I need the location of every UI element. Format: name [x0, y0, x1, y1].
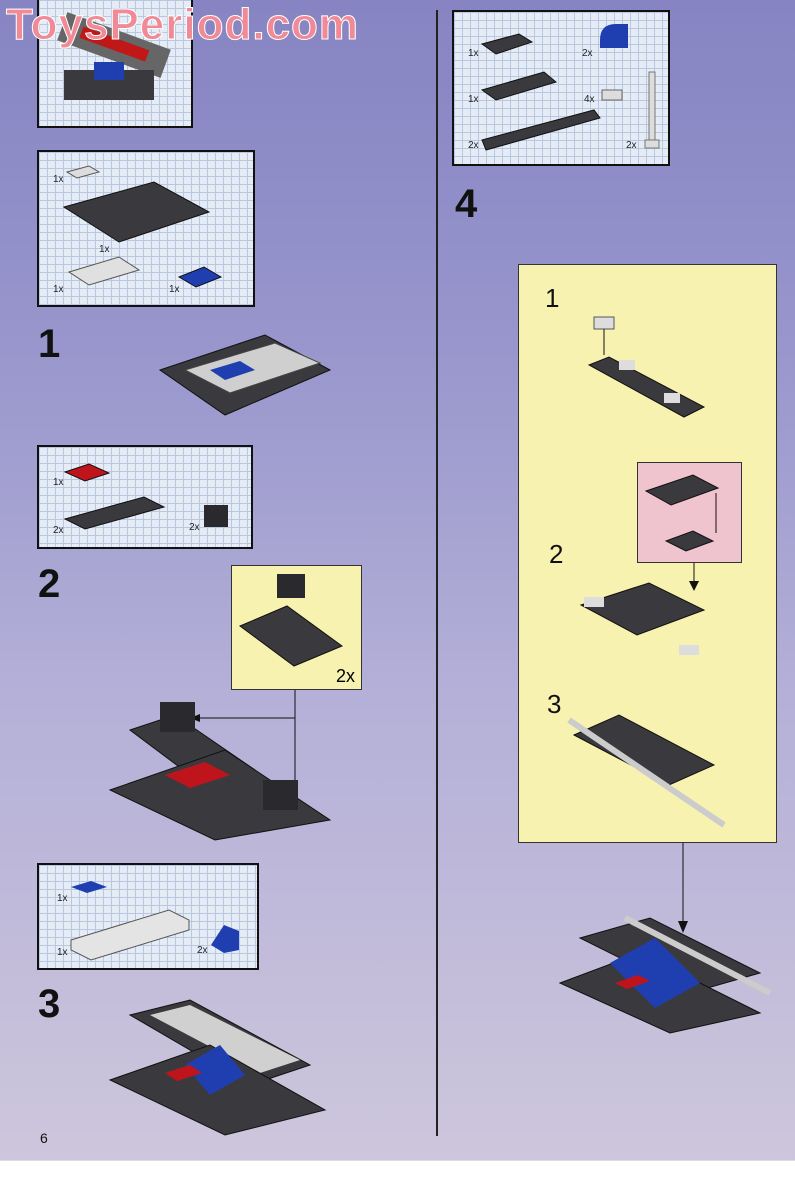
instruction-page: 1x 1x 1x 1x 1 1x 2x 2x 2 2x — [0, 0, 795, 1160]
part-qty: 1x — [169, 284, 180, 295]
part-qty: 1x — [468, 48, 479, 59]
step-3-assembly — [108, 999, 327, 1136]
parts-illustration — [63, 463, 228, 530]
step-4-assembly — [558, 843, 772, 1034]
part-qty: 2x — [626, 140, 637, 151]
subassembly-illustration — [239, 574, 344, 667]
part-qty: 1x — [53, 477, 64, 488]
page-number: 6 — [40, 1130, 48, 1146]
step-2-assembly — [108, 690, 332, 841]
watermark-logo: ToysPeriod.com — [5, 0, 360, 50]
previous-model-thumbnail — [37, 0, 193, 128]
model-image — [57, 12, 171, 100]
substep-number: 2 — [549, 539, 564, 569]
part-qty: 1x — [57, 893, 68, 904]
column-divider — [436, 10, 438, 1136]
step-1-assembly — [158, 334, 332, 416]
detail-illustration — [644, 474, 720, 552]
step-number: 4 — [455, 182, 478, 226]
part-qty: 1x — [53, 174, 64, 185]
part-qty: 2x — [53, 525, 64, 536]
parts-illustration — [480, 24, 660, 151]
part-qty: 4x — [584, 94, 595, 105]
part-qty: 1x — [468, 94, 479, 105]
part-qty: 2x — [468, 140, 479, 151]
step-number: 1 — [38, 322, 61, 366]
substeps-illustration — [567, 316, 726, 828]
step-4-subassembly-callout: 1 2 3 — [518, 264, 777, 843]
parts-illustration — [62, 165, 223, 288]
step-1-parts-box: 1x 1x 1x 1x — [37, 150, 255, 307]
step-4-parts-box: 1x 1x 2x 2x 4x 2x — [452, 10, 670, 166]
part-qty: 1x — [99, 244, 110, 255]
part-qty: 1x — [57, 947, 68, 958]
step-2-parts-box: 1x 2x 2x — [37, 445, 253, 549]
parts-illustration — [70, 881, 239, 961]
step-3-parts-box: 1x 1x 2x — [37, 863, 259, 970]
step-number: 3 — [38, 982, 61, 1026]
part-qty: 2x — [582, 48, 593, 59]
pink-detail-callout — [637, 462, 742, 563]
step-number: 2 — [38, 562, 61, 606]
part-qty: 2x — [189, 522, 200, 533]
page-bottom-margin — [0, 1160, 795, 1204]
subassembly-callout: 2x — [231, 565, 362, 690]
part-qty: 2x — [197, 945, 208, 956]
substep-number: 1 — [545, 283, 560, 313]
substep-number: 3 — [547, 689, 562, 719]
subassembly-qty: 2x — [335, 666, 355, 686]
part-qty: 1x — [53, 284, 64, 295]
